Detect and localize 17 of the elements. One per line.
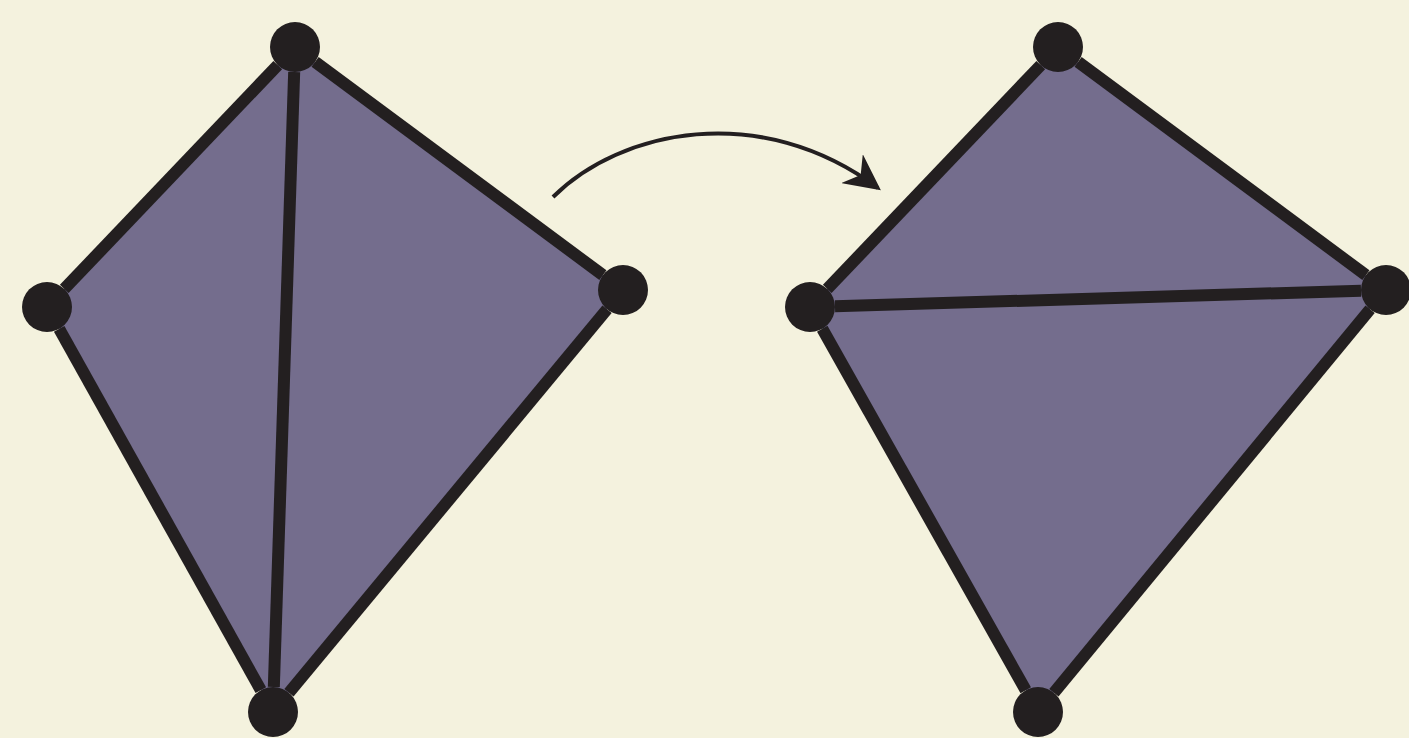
vertex-dot <box>270 22 320 72</box>
vertex-dot <box>248 687 298 737</box>
vertex-dot <box>785 282 835 332</box>
vertex-dot <box>22 282 72 332</box>
vertex-dot <box>598 265 648 315</box>
edge-line <box>53 325 267 694</box>
edge-line <box>822 60 1046 294</box>
edge-line <box>284 305 612 697</box>
vertex-dot <box>1033 22 1083 72</box>
edge-line <box>1049 305 1375 697</box>
edge-line <box>1074 57 1370 280</box>
edge-line <box>59 60 283 294</box>
edge-line <box>311 57 607 280</box>
edge-line <box>834 284 1362 313</box>
edge-line <box>817 325 1031 694</box>
vertex-dot <box>1013 687 1063 737</box>
edge-line <box>267 71 301 688</box>
